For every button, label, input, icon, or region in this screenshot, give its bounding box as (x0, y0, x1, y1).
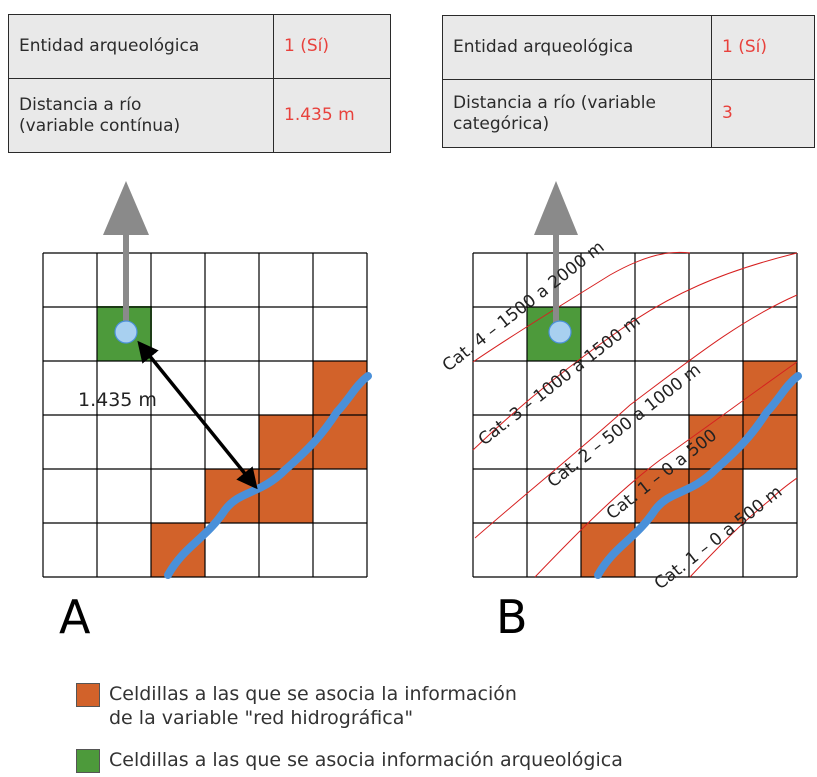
table-a-distance-label-line1: Distancia a río (19, 94, 142, 115)
legend-green-swatch (76, 749, 100, 773)
site-a (114, 320, 138, 344)
attribute-table-b: Entidad arqueológica 1 (Sí) Distancia a … (442, 15, 815, 148)
river-cell-b-4 (581, 523, 635, 577)
attribute-table-a: Entidad arqueológica 1 (Sí) Distancia a … (8, 14, 391, 153)
legend-river-cells: Celdillas a las que se asocia la informa… (76, 682, 517, 730)
table-a-distance-label-line2: (variable contínua) (19, 115, 181, 136)
legend-orange-line1: Celdillas a las que se asocia la informa… (109, 683, 517, 705)
legend-archaeo-cells: Celdillas a las que se asocia informació… (76, 748, 623, 773)
legend-green-line1: Celdillas a las que se asocia informació… (109, 749, 623, 771)
table-b-entity-value: 1 (Sí) (711, 15, 815, 80)
table-b-distance-label-line1: Distancia a río (variable (453, 92, 656, 113)
table-b-distance-label: Distancia a río (variable categórica) (442, 79, 712, 148)
river-a (164, 372, 372, 579)
table-b-distance-value: 3 (711, 79, 815, 148)
contour-1000 (474, 294, 798, 539)
table-b-entity-label: Entidad arqueológica (442, 15, 712, 80)
contour-1500 (472, 252, 798, 451)
contour-500-lower (689, 477, 798, 578)
table-a-entity-label: Entidad arqueológica (8, 14, 274, 79)
panel-b-label: B (496, 590, 528, 644)
table-b-row-distance: Distancia a río (variable categórica) 3 (442, 79, 815, 148)
table-a-distance-value: 1.435 m (273, 78, 391, 153)
grid-a: 1.435 m (42, 181, 372, 579)
contour-2000 (472, 251, 691, 363)
table-a-distance-label: Distancia a río (variable contínua) (8, 78, 274, 153)
grid-a-lines (42, 252, 368, 578)
arrow-b-head (534, 181, 578, 235)
table-b-distance-label-line2: categórica) (453, 113, 550, 134)
contour-lines (472, 251, 798, 578)
table-a-row-entity: Entidad arqueológica 1 (Sí) (8, 14, 391, 79)
table-b-row-entity: Entidad arqueológica 1 (Sí) (442, 15, 815, 80)
distance-arrow (137, 340, 258, 490)
contour-500 (534, 361, 798, 578)
table-a-entity-value: 1 (Sí) (273, 14, 391, 79)
table-a-row-distance: Distancia a río (variable contínua) 1.43… (8, 78, 391, 153)
legend-orange-line2: de la variable "red hidrográfica" (109, 707, 414, 729)
river-b (594, 372, 802, 579)
river-cell-a-4 (151, 523, 205, 577)
site-b (548, 320, 572, 344)
panel-a-label: A (59, 590, 91, 644)
legend-orange-text: Celdillas a las que se asocia la informa… (109, 682, 517, 730)
distance-label: 1.435 m (78, 389, 157, 411)
grid-b: Cat. 4 – 1500 a 2000 m Cat. 3 – 1000 a 1… (439, 181, 802, 594)
legend-orange-swatch (76, 683, 100, 707)
arrow-a-head (103, 181, 149, 235)
